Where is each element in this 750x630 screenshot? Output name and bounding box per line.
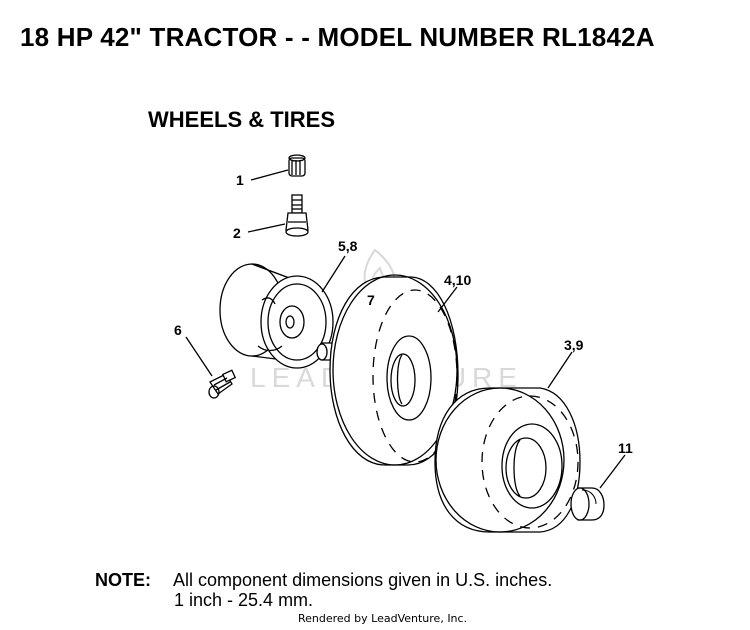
- callout-11: 11: [618, 440, 633, 456]
- page-title: 18 HP 42" TRACTOR - - MODEL NUMBER RL184…: [20, 22, 655, 52]
- callout-7: 7: [367, 292, 375, 308]
- callout-2: 2: [233, 225, 241, 241]
- valve-cap-icon: [288, 154, 306, 177]
- front-tire-icon: [329, 274, 459, 466]
- note-block: NOTE: All component dimensions given in U…: [95, 570, 553, 610]
- valve-stem-icon: [285, 194, 309, 237]
- callout-5-8: 5,8: [338, 238, 358, 254]
- footer-credit: Rendered by LeadVenture, Inc.: [298, 612, 468, 625]
- note-line-1: All component dimensions given in U.S. i…: [173, 570, 553, 590]
- callout-1: 1: [236, 172, 244, 188]
- hub-cap-icon: [570, 487, 605, 521]
- callout-4-10: 4,10: [444, 272, 472, 288]
- section-title: WHEELS & TIRES: [148, 107, 336, 132]
- callout-6: 6: [174, 322, 182, 338]
- note-label: NOTE:: [95, 570, 151, 590]
- rear-tire-icon: [434, 387, 581, 533]
- callout-3-9: 3,9: [564, 337, 584, 353]
- wheel-rim-icon: [219, 263, 334, 369]
- grease-fitting-icon: [208, 369, 237, 399]
- note-line-2: 1 inch - 25.4 mm.: [174, 590, 314, 610]
